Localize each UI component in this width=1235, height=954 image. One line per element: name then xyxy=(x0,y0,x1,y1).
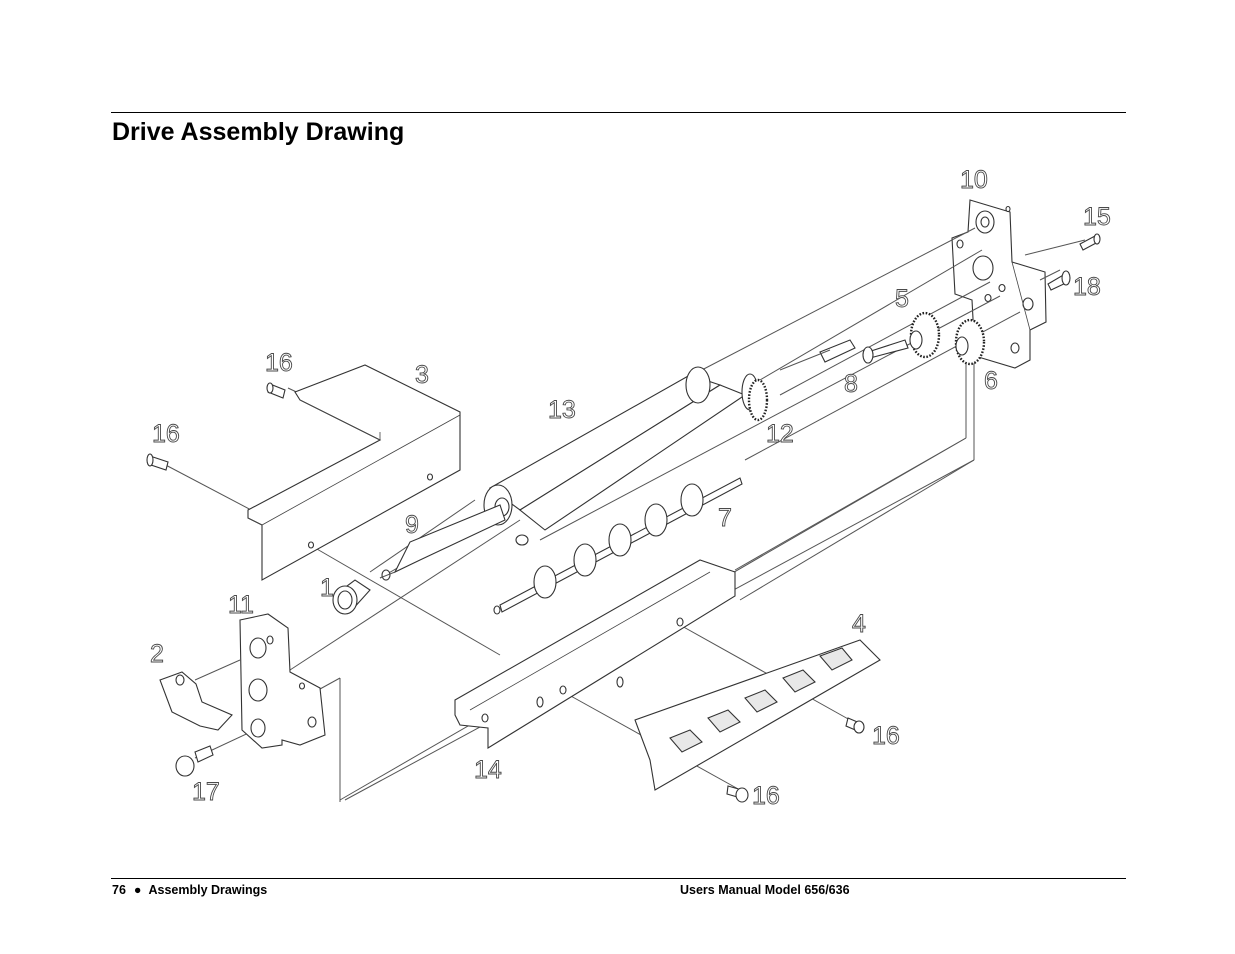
bushing xyxy=(332,579,371,615)
part-label-11: 11 xyxy=(228,591,254,619)
part-label-16-bottom: 16 xyxy=(752,782,780,810)
part-label-3: 3 xyxy=(415,361,429,389)
page-number: 76 xyxy=(112,883,126,897)
part-label-1: 1 xyxy=(320,574,334,602)
footer-left: 76 ● Assembly Drawings xyxy=(112,882,267,898)
left-side-plate xyxy=(159,613,326,749)
bullet-icon: ● xyxy=(133,883,142,897)
part-label-15: 15 xyxy=(1083,203,1111,231)
part-label-7: 7 xyxy=(718,504,732,532)
sensor-plate xyxy=(634,639,881,791)
part-label-16-right: 16 xyxy=(872,722,900,750)
part-label-6: 6 xyxy=(984,367,998,395)
manual-title: Users Manual Model 656/636 xyxy=(680,883,850,897)
header-rule xyxy=(111,112,1126,113)
part-label-8: 8 xyxy=(844,370,858,398)
part-label-12: 12 xyxy=(766,420,794,448)
section-name: Assembly Drawings xyxy=(148,883,268,897)
part-label-9: 9 xyxy=(405,511,419,539)
part-label-18: 18 xyxy=(1073,273,1101,301)
screws xyxy=(146,233,1101,803)
part-label-16-top: 16 xyxy=(265,349,293,377)
feed-roller-shaft xyxy=(493,477,743,615)
footer-rule xyxy=(111,878,1126,879)
drive-cover xyxy=(247,364,461,581)
drive-gears xyxy=(779,311,986,371)
part-label-10: 10 xyxy=(960,166,988,194)
part-label-13: 13 xyxy=(548,396,576,424)
page-title: Drive Assembly Drawing xyxy=(112,118,405,146)
short-shaft xyxy=(379,504,506,581)
roller-gear xyxy=(741,373,769,422)
part-label-2: 2 xyxy=(150,640,164,668)
mounting-bracket xyxy=(454,559,736,749)
part-label-4: 4 xyxy=(852,610,866,638)
part-label-16-left: 16 xyxy=(152,420,180,448)
part-label-5: 5 xyxy=(895,285,909,313)
part-label-14: 14 xyxy=(474,756,502,784)
part-label-17: 17 xyxy=(192,778,220,806)
